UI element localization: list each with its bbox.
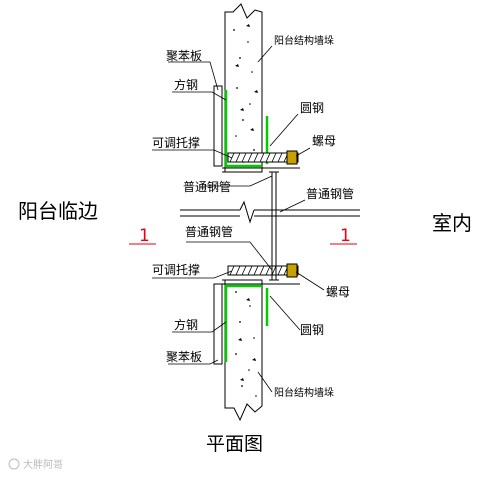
label-foam-board-bottom: 聚苯板 bbox=[166, 350, 202, 364]
label-square-steel-top: 方钢 bbox=[174, 77, 198, 92]
label-wall-top: 阳台结构墙垛 bbox=[274, 34, 334, 47]
horizontal-steel-pipe bbox=[180, 200, 360, 224]
section-mark-left: 1 bbox=[139, 226, 150, 246]
lower-square-steel bbox=[224, 284, 262, 362]
upper-foam-board bbox=[213, 85, 223, 167]
label-wall-bottom: 阳台结构墙垛 bbox=[274, 386, 334, 399]
watermark-text: 大胖阿哥 bbox=[23, 458, 63, 471]
label-round-steel-top: 圆钢 bbox=[300, 101, 324, 115]
upper-nut bbox=[286, 150, 298, 165]
lower-foam-board bbox=[213, 283, 223, 365]
watermark: 大胖阿哥 bbox=[8, 458, 63, 471]
upper-wall-pier bbox=[224, 3, 263, 173]
upper-square-steel bbox=[224, 90, 262, 168]
lower-concrete-hatch bbox=[235, 291, 257, 397]
label-indoor: 室内 bbox=[432, 211, 472, 235]
lower-nut bbox=[286, 263, 298, 278]
leader-lines bbox=[152, 45, 325, 393]
label-steel-pipe-right: 普通钢管 bbox=[306, 186, 354, 201]
drawing-title: 平面图 bbox=[206, 433, 263, 455]
section-mark-right: 1 bbox=[340, 226, 351, 246]
label-nut-bottom: 螺母 bbox=[326, 285, 350, 299]
upper-adjustable-screw bbox=[227, 150, 299, 165]
label-nut-top: 螺母 bbox=[312, 134, 336, 148]
label-adjustable-support-bottom: 可调托撑 bbox=[152, 262, 200, 277]
lower-adjustable-screw bbox=[227, 263, 299, 278]
vertical-steel-pipes bbox=[269, 171, 279, 281]
label-round-steel-bottom: 圆钢 bbox=[300, 323, 324, 337]
upper-concrete-hatch bbox=[233, 24, 258, 163]
label-square-steel-bottom: 方钢 bbox=[174, 317, 198, 332]
watermark-logo-icon bbox=[8, 458, 20, 470]
label-steel-pipe-left-top: 普通钢管 bbox=[183, 179, 231, 194]
label-balcony-edge: 阳台临边 bbox=[18, 199, 98, 223]
label-steel-pipe-left-bottom: 普通钢管 bbox=[185, 224, 233, 239]
lower-wall-pier bbox=[224, 279, 263, 422]
label-foam-board-top: 聚苯板 bbox=[166, 49, 202, 63]
label-adjustable-support-top: 可调托撑 bbox=[152, 135, 200, 150]
